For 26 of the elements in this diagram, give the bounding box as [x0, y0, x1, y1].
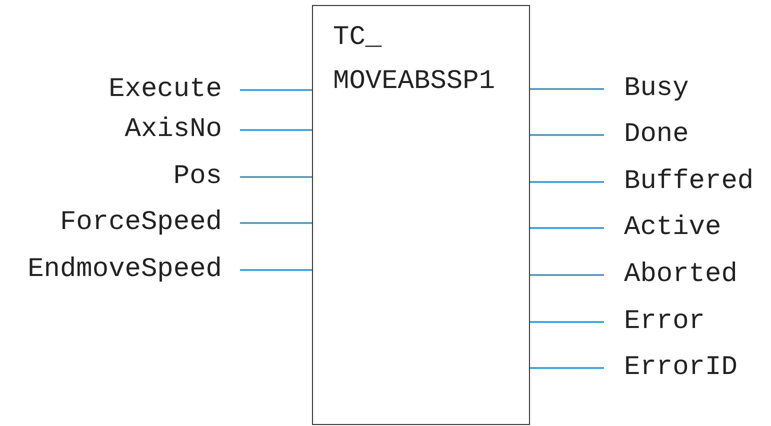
- output-pin-label: Active: [624, 213, 722, 243]
- input-pin-label: ForceSpeed: [60, 208, 222, 238]
- output-pin-label: Aborted: [624, 260, 738, 290]
- function-block: [312, 5, 530, 425]
- pin-line: [240, 89, 312, 91]
- pin-line: [530, 88, 604, 90]
- pin-line: [530, 367, 604, 369]
- input-pin-label: AxisNo: [124, 115, 222, 145]
- pin-line: [240, 222, 312, 224]
- output-pin-label: ErrorID: [624, 353, 738, 383]
- pin-line: [530, 274, 604, 276]
- output-pin-label: Busy: [624, 74, 689, 104]
- input-pin-label: Pos: [173, 162, 222, 192]
- pin-line: [530, 227, 604, 229]
- pin-line: [240, 176, 312, 178]
- output-pin-label: Error: [624, 307, 706, 337]
- input-pin-label: EndmoveSpeed: [28, 255, 222, 285]
- input-pin-label: Execute: [108, 75, 222, 105]
- output-pin-label: Done: [624, 120, 689, 150]
- pin-line: [240, 269, 312, 271]
- block-title: TC_ MOVEABSSP1: [333, 22, 496, 99]
- pin-line: [530, 321, 604, 323]
- pin-line: [240, 129, 312, 131]
- output-pin-label: Buffered: [624, 167, 754, 197]
- pin-line: [530, 181, 604, 183]
- pin-line: [530, 134, 604, 136]
